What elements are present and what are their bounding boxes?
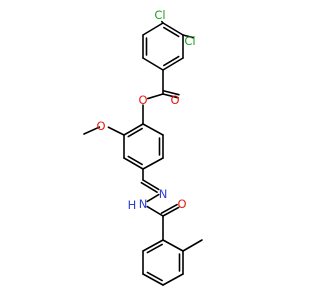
bond	[162, 273, 184, 286]
bond	[123, 157, 144, 170]
bond	[182, 239, 203, 252]
bond	[160, 203, 178, 214]
bond	[162, 93, 179, 99]
bond	[123, 123, 144, 136]
bond	[142, 179, 160, 191]
bond	[142, 239, 164, 252]
bond	[140, 181, 158, 193]
atom-label-o: O	[177, 197, 186, 211]
bond	[162, 90, 180, 96]
bond	[142, 57, 164, 71]
bond	[182, 34, 195, 39]
atom-label-o: O	[96, 119, 105, 133]
bond	[162, 239, 184, 252]
atom-label-o: O	[138, 93, 147, 107]
bond	[142, 273, 164, 286]
bond	[146, 193, 160, 203]
bond	[146, 271, 163, 282]
atom-label-n: N	[159, 187, 168, 201]
bond	[162, 22, 184, 36]
bond	[142, 22, 164, 36]
bond	[142, 123, 164, 136]
bond	[142, 157, 164, 170]
bond	[127, 127, 143, 138]
bond	[162, 57, 184, 71]
bond	[83, 126, 101, 135]
bond	[146, 205, 164, 217]
bond	[161, 20, 164, 24]
bond	[146, 93, 164, 100]
atom-label-o: O	[170, 93, 179, 107]
atom-label-n: N	[139, 197, 148, 211]
atom-label-h: H	[128, 198, 137, 212]
bond	[163, 26, 180, 38]
bond	[107, 126, 125, 136]
bond-layer	[83, 20, 203, 286]
atom-label-cl: Cl	[154, 8, 165, 22]
atom-label-cl: Cl	[184, 34, 195, 48]
bond	[162, 206, 180, 217]
bond	[127, 155, 143, 166]
bond	[163, 55, 180, 67]
bond	[146, 243, 163, 254]
